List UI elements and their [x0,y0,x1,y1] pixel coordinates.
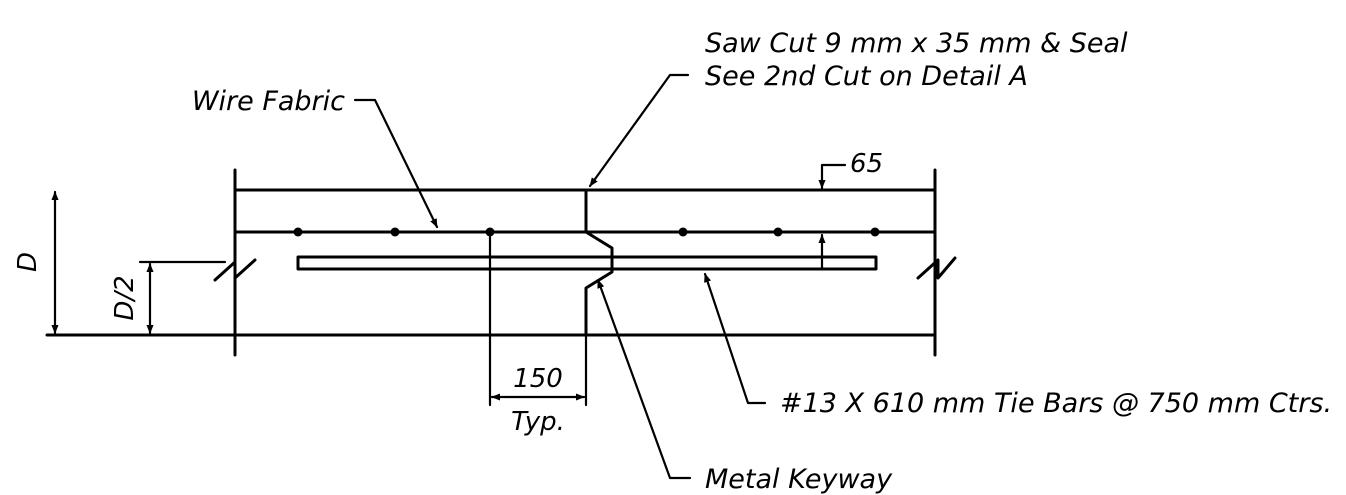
wire-dot [485,227,495,237]
saw-cut-callout: Saw Cut 9 mm x 35 mm & Seal See 2nd Cut … [588,28,1128,188]
depth-dimension: D [13,190,59,335]
cover-label: 65 [850,149,883,179]
wire-dot [678,227,688,237]
wire-dot [390,227,400,237]
half-depth-label: D/2 [110,275,140,320]
cover-dimension: 65 [818,149,883,270]
keyway-callout: Metal Keyway [596,278,893,495]
spacing-label: 150 [513,364,563,394]
saw-cut-label-line2: See 2nd Cut on Detail A [705,61,1028,92]
spacing-dimension: 150 Typ. [488,235,588,437]
saw-cut-label-line1: Saw Cut 9 mm x 35 mm & Seal [705,28,1128,59]
keyway-label: Metal Keyway [705,464,893,495]
tie-bar [296,255,878,271]
wire-dot [293,227,303,237]
typical-label: Typ. [511,407,565,437]
wire-dot [773,227,783,237]
wire-fabric-callout: Wire Fabric [192,86,439,229]
tie-bar-callout: #13 X 610 mm Tie Bars @ 750 mm Ctrs. [703,272,1332,419]
tie-bar-label: #13 X 610 mm Tie Bars @ 750 mm Ctrs. [780,388,1332,419]
half-depth-dimension: D/2 [110,260,227,335]
depth-label: D [13,252,43,272]
wire-fabric-label: Wire Fabric [192,86,345,117]
right-break-symbol [916,256,957,280]
wire-dot [870,227,880,237]
left-break-symbol [213,258,257,282]
keyway-joint-line [584,188,614,337]
wire-fabric [233,227,937,237]
